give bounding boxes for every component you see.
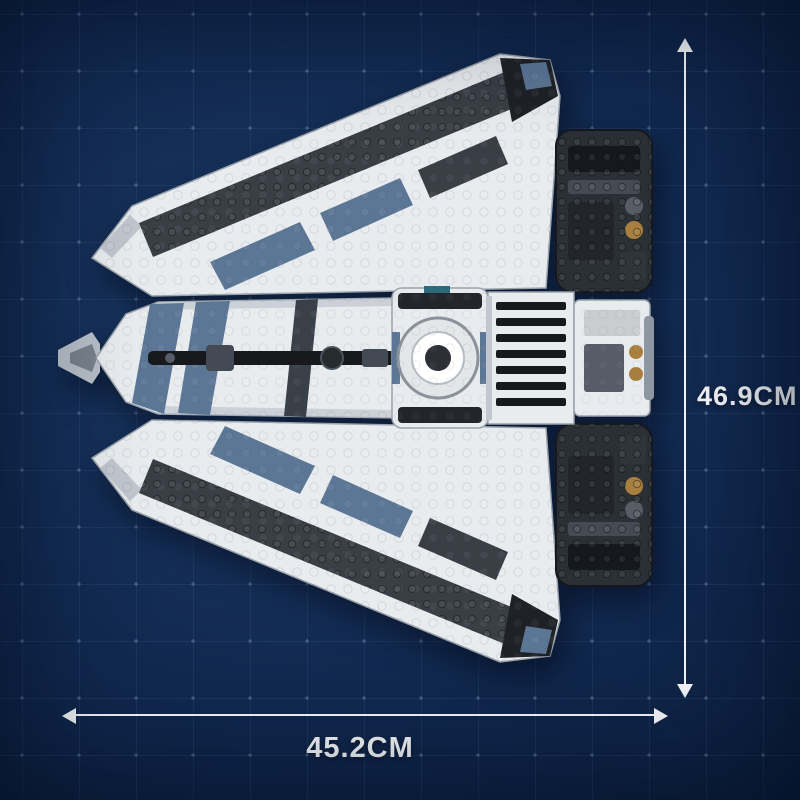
spaceship-body	[58, 53, 654, 663]
cockpit-module	[391, 286, 489, 429]
width-arrow-right-icon	[654, 708, 668, 724]
upper-engine-pod	[555, 129, 653, 293]
height-dimension-line	[684, 48, 686, 686]
lower-wing	[90, 419, 653, 663]
height-arrow-down-icon	[677, 684, 693, 698]
rear-engine-block	[573, 299, 654, 417]
width-arrow-left-icon	[62, 708, 76, 724]
height-label: 46.9CM	[697, 381, 798, 411]
central-fuselage	[58, 297, 400, 419]
grill-section	[486, 291, 575, 425]
height-arrow-up-icon	[677, 38, 693, 52]
upper-wing	[90, 53, 653, 297]
lower-engine-pod	[555, 423, 653, 587]
width-label: 45.2CM	[306, 732, 414, 764]
width-dimension-line	[76, 714, 656, 716]
